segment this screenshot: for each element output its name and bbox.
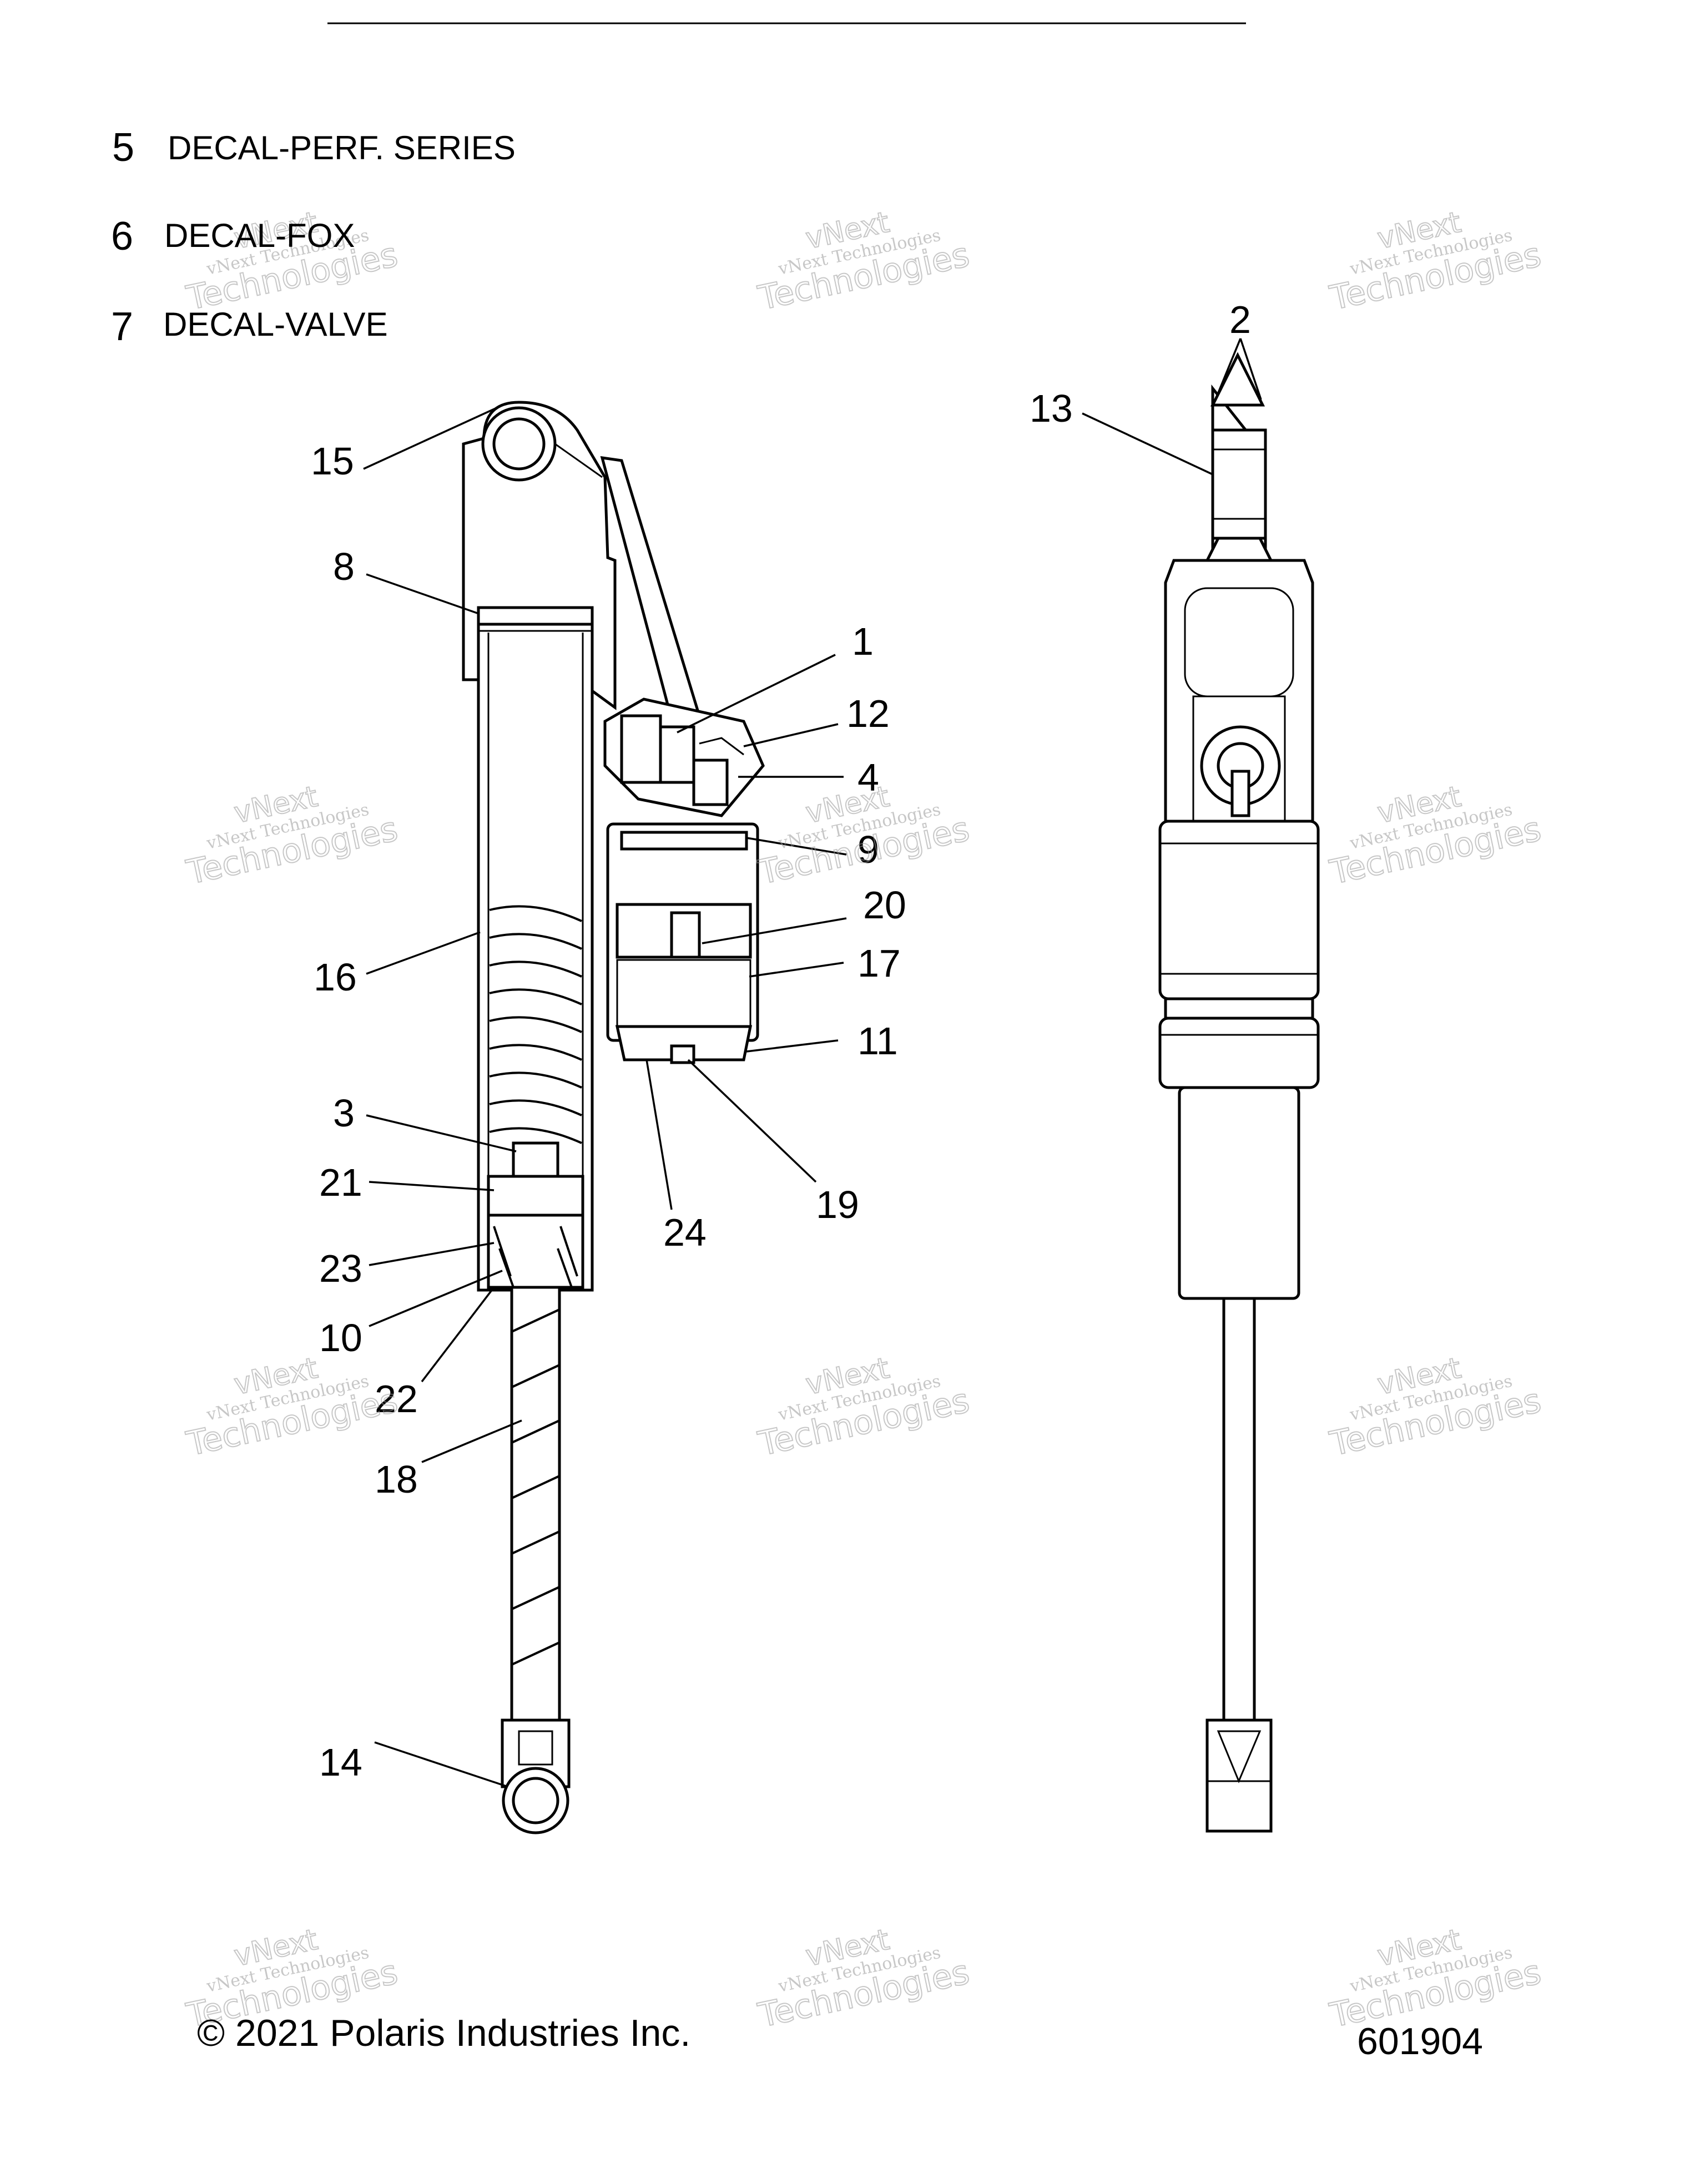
exterior-view (1158, 352, 1320, 1833)
callout-2: 2 (1229, 298, 1251, 341)
top-seal (477, 623, 593, 632)
callout-13: 13 (1030, 387, 1073, 430)
seal-hatch (493, 1226, 578, 1288)
legend-num-7: 7 (111, 305, 134, 349)
upper-sleeve (1158, 820, 1320, 1000)
leader-lines (363, 338, 1262, 1788)
reservoir-arm (600, 456, 701, 732)
exterior-shaft (1222, 1297, 1256, 1722)
callout-23: 23 (319, 1247, 362, 1290)
adjuster-stem (1230, 770, 1250, 817)
legend-text-6: DECAL-FOX (164, 217, 355, 254)
callout-11: 11 (857, 1019, 898, 1063)
callout-17: 17 (857, 942, 901, 985)
top-cap (477, 606, 594, 626)
shaft-hatch (511, 1308, 560, 1666)
callouts: 15 8 1 12 4 9 20 17 16 11 3 21 23 10 22 … (311, 298, 1251, 1784)
callout-3: 3 (333, 1091, 355, 1135)
callout-15: 15 (311, 439, 354, 483)
legend-text-7: DECAL-VALVE (163, 306, 388, 343)
callout-10: 10 (319, 1316, 362, 1359)
legend-num-6: 6 (111, 214, 134, 259)
bottom-mount (1205, 1718, 1273, 1833)
shaft-nut (518, 1730, 553, 1766)
legend-num-5: 5 (112, 125, 135, 170)
callout-8: 8 (333, 545, 355, 588)
piston-top (512, 1141, 559, 1178)
top-cone (1210, 352, 1265, 407)
callout-4: 4 (857, 756, 879, 799)
piston (487, 1175, 584, 1217)
mount-edge (554, 443, 603, 478)
bottom-eye-inner (512, 1777, 559, 1824)
copyright: © 2021 Polaris Industries Inc. (197, 2012, 691, 2054)
top-bushing (1211, 428, 1267, 540)
section-view (462, 401, 765, 1834)
callout-16: 16 (314, 956, 357, 999)
callout-9: 9 (857, 828, 879, 871)
callout-20: 20 (863, 883, 906, 927)
top-mount-neck (1204, 537, 1274, 562)
callout-22: 22 (375, 1377, 418, 1420)
lower-collar (1158, 1017, 1320, 1089)
callout-21: 21 (319, 1161, 362, 1204)
hatch-region (489, 905, 582, 1144)
top-eye-inner (492, 417, 546, 471)
figure-number: 601904 (1357, 2020, 1483, 2062)
callout-18: 18 (375, 1458, 418, 1501)
callout-14: 14 (319, 1741, 362, 1784)
reservoir (606, 822, 759, 1064)
callout-19: 19 (816, 1183, 859, 1226)
lower-body (1178, 1086, 1300, 1300)
callout-12: 12 (846, 692, 890, 735)
shaft (510, 1286, 561, 1722)
callout-1: 1 (852, 620, 874, 663)
sleeve-gap (1164, 997, 1314, 1020)
callout-24: 24 (663, 1211, 707, 1254)
legend-text-5: DECAL-PERF. SERIES (168, 129, 516, 166)
valve-adjuster (603, 697, 765, 817)
